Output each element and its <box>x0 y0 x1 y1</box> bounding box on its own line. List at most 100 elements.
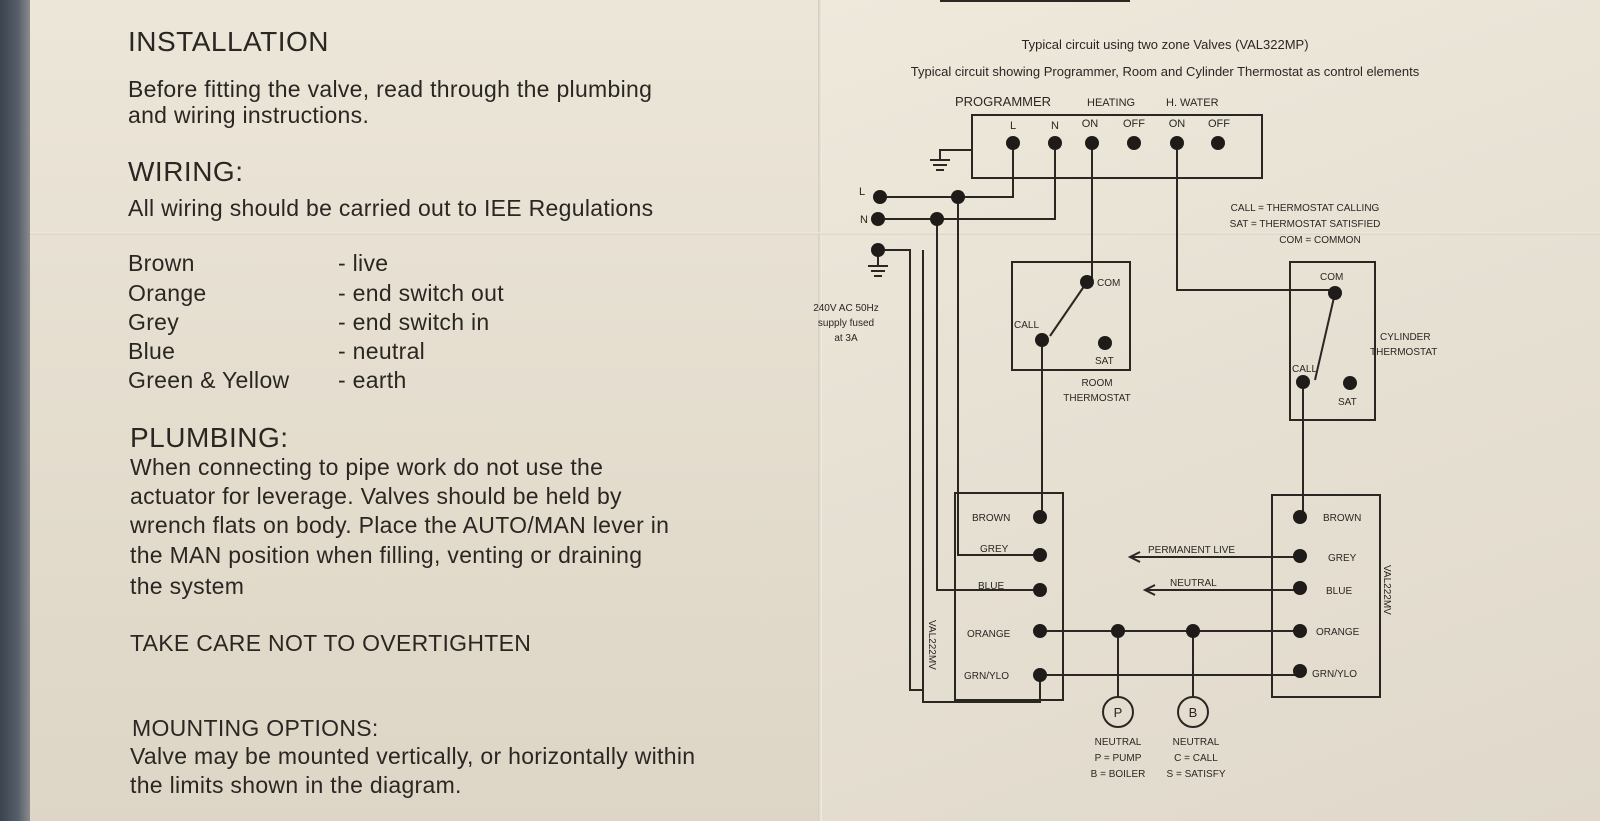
arrow-head <box>1142 584 1156 596</box>
diagram-subtitle: Typical circuit showing Programmer, Room… <box>911 64 1420 79</box>
right-valve-wire-label: ORANGE <box>1316 627 1360 638</box>
pump-symbol-label: P <box>1114 705 1123 720</box>
mounting-text: Valve may be mounted vertically, or hori… <box>130 743 696 769</box>
earth-wire-outer <box>878 249 922 691</box>
terminal-label: ON <box>1082 118 1099 130</box>
cyl-call-to-brown-wire <box>1300 382 1304 518</box>
left-valve-wire-label: BLUE <box>978 581 1004 592</box>
key-text: P = PUMP <box>1095 753 1142 764</box>
installation-text: and wiring instructions. <box>128 102 370 128</box>
room-call-label: CALL <box>1014 320 1039 331</box>
mounting-heading: MOUNTING OPTIONS: <box>132 715 379 741</box>
left-valve-model: VAL222MV <box>926 620 937 670</box>
plumbing-text: wrench flats on body. Place the AUTO/MAN… <box>130 512 670 538</box>
terminal-label: ON <box>1169 118 1186 130</box>
pump-neutral-label: NEUTRAL <box>1095 737 1142 748</box>
installation-text: Before fitting the valve, read through t… <box>128 76 653 102</box>
wire-colour: Orange <box>128 280 207 306</box>
supply-l-label: L <box>859 186 865 198</box>
cylinder-thermostat-label: THERMOSTAT <box>1370 347 1437 358</box>
terminal-dots <box>871 136 1357 682</box>
paper-left-panel <box>30 0 820 821</box>
neutral-arrow-label: NEUTRAL <box>1170 578 1217 589</box>
terminal-label: OFF <box>1208 118 1230 130</box>
wiring-note: All wiring should be carried out to IEE … <box>128 195 654 221</box>
caution-text: TAKE CARE NOT TO OVERTIGHTEN <box>130 630 532 656</box>
legend-text: CALL = THERMOSTAT CALLING <box>1231 203 1380 214</box>
installation-heading: INSTALLATION <box>128 26 330 57</box>
boiler-symbol-label: B <box>1189 705 1198 720</box>
cyl-com-label: COM <box>1320 272 1343 283</box>
background-carpet <box>0 0 30 821</box>
terminal-label: L <box>1010 120 1016 132</box>
room-com-label: COM <box>1097 278 1120 289</box>
plumbing-text: actuator for leverage. Valves should be … <box>130 483 622 509</box>
legend-text: SAT = THERMOSTAT SATISFIED <box>1230 219 1381 230</box>
plumbing-heading: PLUMBING: <box>130 422 289 453</box>
wire-meaning: - end switch in <box>338 309 490 335</box>
mounting-text: the limits shown in the diagram. <box>130 772 462 798</box>
left-valve-wire-label: ORANGE <box>967 629 1011 640</box>
key-text: S = SATISFY <box>1167 769 1226 780</box>
room-thermostat-label: THERMOSTAT <box>1063 393 1130 404</box>
right-valve-wire-label: GRN/YLO <box>1312 669 1357 680</box>
supply-text: supply fused <box>818 318 874 329</box>
diagram-title: Typical circuit using two zone Valves (V… <box>1021 37 1308 52</box>
room-thermostat-box <box>1011 261 1131 371</box>
room-stat-switch <box>1049 281 1088 337</box>
wire-meaning: - end switch out <box>338 280 504 306</box>
permanent-live-label: PERMANENT LIVE <box>1148 545 1235 556</box>
right-valve-wire-label: BLUE <box>1326 586 1352 597</box>
arrow-head <box>1127 551 1141 563</box>
wire-meaning: - neutral <box>338 338 426 364</box>
neutral-wire <box>878 143 1056 220</box>
programmer-box <box>971 114 1263 179</box>
neutral-to-blue-wire <box>936 219 1040 591</box>
left-valve-box <box>954 492 1064 701</box>
left-valve-wire-label: GRN/YLO <box>964 671 1009 682</box>
supply-text: at 3A <box>834 333 858 344</box>
wire-meaning: - live <box>338 250 389 276</box>
wire-colour: Grey <box>128 309 180 335</box>
plumbing-text: When connecting to pipe work do not use … <box>130 454 604 480</box>
legend-text: COM = COMMON <box>1279 235 1360 246</box>
cyl-sat-label: SAT <box>1338 397 1357 408</box>
paper-fold <box>818 0 822 821</box>
supply-n-label: N <box>860 214 868 226</box>
programmer-label: PROGRAMMER <box>955 94 1051 109</box>
cylinder-thermostat-box <box>1289 261 1376 421</box>
terminal-label: N <box>1051 120 1059 132</box>
hwater-on-wire <box>1176 143 1335 291</box>
earth-icon <box>930 159 950 171</box>
live-to-grey-wire <box>957 197 1040 556</box>
right-valve-wire-label: BROWN <box>1323 513 1361 524</box>
wire-colour: Blue <box>128 338 176 364</box>
room-sat-label: SAT <box>1095 356 1114 367</box>
right-valve-model: VAL222MV <box>1381 565 1392 615</box>
supply-text: 240V AC 50Hz <box>813 303 879 314</box>
left-valve-wire-label: BROWN <box>972 513 1010 524</box>
paper-fold-horizontal <box>30 232 1600 235</box>
right-valve-box <box>1271 494 1381 698</box>
wire-colour: Green & Yellow <box>128 367 290 393</box>
boiler-neutral-label: NEUTRAL <box>1173 737 1220 748</box>
boiler-symbol <box>1177 696 1209 728</box>
wiring-heading: WIRING: <box>128 156 244 187</box>
key-text: C = CALL <box>1174 753 1218 764</box>
heating-label: HEATING <box>1087 97 1135 109</box>
key-text: B = BOILER <box>1091 769 1146 780</box>
cyl-stat-switch <box>1314 292 1336 381</box>
plumbing-text: the MAN position when filling, venting o… <box>130 542 643 568</box>
room-call-to-brown-wire <box>1040 340 1043 518</box>
paper-right-panel <box>820 0 1600 821</box>
pump-symbol <box>1102 696 1134 728</box>
right-valve-wire-label: GREY <box>1328 553 1357 564</box>
left-valve-wire-label: GREY <box>980 544 1009 555</box>
wire-colour: Brown <box>128 250 195 276</box>
wire-meaning: - earth <box>338 367 407 393</box>
programmer-earth-wire <box>939 149 972 160</box>
cylinder-thermostat-label: CYLINDER <box>1380 332 1431 343</box>
terminal-label: OFF <box>1123 118 1145 130</box>
earth-wire <box>922 250 1041 703</box>
